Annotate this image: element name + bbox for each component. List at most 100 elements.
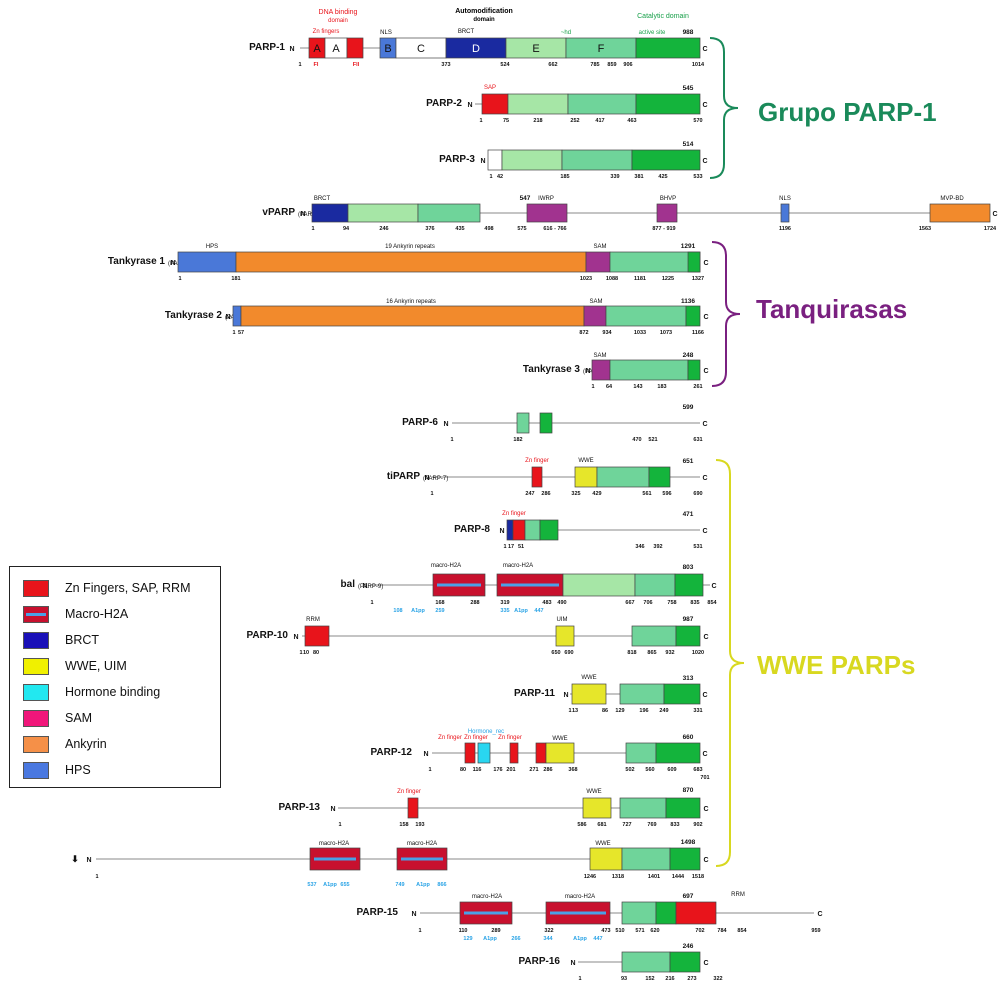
- under-label: 110: [459, 928, 468, 934]
- under-label: 631: [693, 437, 702, 443]
- over-label: SAM: [593, 353, 606, 359]
- under-label: 1: [298, 62, 301, 68]
- over-label: 988: [683, 29, 694, 36]
- under-label: 435: [455, 226, 464, 232]
- n-terminus: N: [411, 911, 416, 918]
- over-label: Zn finger: [498, 735, 522, 741]
- protein-name: Tankyrase 3: [523, 364, 581, 375]
- c-terminus: C: [703, 314, 708, 321]
- domain-box-brct: [506, 519, 514, 541]
- under-label: 1246: [584, 874, 596, 880]
- under-label: 906: [623, 62, 632, 68]
- domain-box-zn: [407, 797, 419, 819]
- under-label: 866: [437, 882, 446, 888]
- under-label: 524: [500, 62, 510, 68]
- domain-box-catalytic: [621, 847, 671, 871]
- under-label: 854: [737, 928, 747, 934]
- under-label: 537: [307, 882, 316, 888]
- under-label: 655: [340, 882, 349, 888]
- protein-name: PARP-13: [279, 802, 321, 813]
- under-label: 182: [513, 437, 522, 443]
- n-terminus: N: [585, 368, 590, 375]
- protein-name: PARP-11: [514, 688, 555, 699]
- under-label: 447: [534, 608, 543, 614]
- over-label: HPS: [206, 244, 218, 250]
- domain-box-catalytic_light: [507, 93, 569, 115]
- c-terminus: C: [703, 260, 708, 267]
- over-label: 313: [683, 675, 694, 682]
- domain-box-catalytic_light: [562, 573, 636, 597]
- legend-label: Macro-H2A: [65, 607, 129, 621]
- n-terminus: N: [480, 158, 485, 165]
- under-label: 575: [517, 226, 526, 232]
- domain-annotation: domain: [328, 18, 348, 24]
- protein-name: vPARP: [262, 207, 295, 218]
- under-label: FI: [314, 62, 319, 68]
- under-label: 259: [435, 608, 444, 614]
- under-label: 758: [667, 600, 676, 606]
- legend-item: Hormone binding: [23, 681, 160, 703]
- domain-annotation: Automodification: [455, 8, 513, 15]
- under-label: 702: [695, 928, 704, 934]
- under-label: 690: [564, 650, 573, 656]
- under-label: A1pp: [416, 882, 430, 888]
- under-label: 833: [670, 822, 679, 828]
- under-label: 561: [642, 491, 651, 497]
- domain-box-active: [648, 466, 671, 488]
- under-label: 1: [591, 384, 594, 390]
- under-label: 93: [621, 976, 627, 981]
- over-label: Zn finger: [464, 735, 488, 741]
- domain-box-hps: [232, 305, 242, 327]
- legend-label: Ankyrin: [65, 737, 107, 751]
- domain-box-catalytic: [609, 359, 689, 381]
- under-label: 331: [693, 708, 702, 714]
- under-label: 80: [460, 767, 466, 773]
- domain-box-active: [675, 625, 701, 647]
- under-label: 196: [639, 708, 648, 714]
- brace-wwe-parps: [715, 459, 745, 867]
- domain-box-zn: [512, 519, 526, 541]
- under-label: 683: [693, 767, 702, 773]
- under-label: 1: [311, 226, 314, 232]
- over-label: macro-H2A: [565, 894, 595, 900]
- under-label: 662: [548, 62, 557, 68]
- c-terminus: C: [702, 46, 707, 53]
- legend-item: WWE, UIM: [23, 655, 127, 677]
- under-label: 616 - 766: [543, 226, 566, 232]
- under-label: 181: [231, 276, 240, 282]
- domain-box-sam: [656, 203, 678, 223]
- protein-name: PARP-16: [519, 956, 561, 967]
- domain-box-wwe: [545, 742, 575, 764]
- domain-box-active: [635, 37, 701, 59]
- under-label: FII: [353, 62, 360, 68]
- n-terminus: N: [170, 260, 175, 267]
- under-label: 185: [560, 174, 569, 180]
- over-label: NLS: [380, 30, 392, 36]
- under-label: 286: [541, 491, 550, 497]
- domain-box-hps: [780, 203, 790, 223]
- over-label: 599: [683, 404, 694, 411]
- under-label: 818: [627, 650, 636, 656]
- under-label: 502: [625, 767, 634, 773]
- legend-swatch: [23, 683, 49, 701]
- over-label: 660: [683, 734, 694, 741]
- under-label: 1401: [648, 874, 660, 880]
- under-label: 168: [435, 600, 444, 606]
- protein-name: PARP-1: [249, 42, 285, 53]
- legend-swatch: [23, 657, 49, 675]
- under-label: 1088: [606, 276, 618, 282]
- domain-box-active: [631, 149, 701, 171]
- legend-item: SAM: [23, 707, 92, 729]
- under-label: 835: [690, 600, 699, 606]
- under-label: 373: [441, 62, 450, 68]
- down-arrow-icon: ⬇: [71, 854, 79, 864]
- domain-box-active: [674, 573, 704, 597]
- under-label: 1: [232, 330, 235, 336]
- over-label: 1136: [681, 298, 695, 305]
- under-label: 339: [610, 174, 619, 180]
- under-label: 877 - 919: [652, 226, 675, 232]
- under-label: 1225: [662, 276, 674, 282]
- under-label: A1pp: [573, 936, 587, 942]
- under-label: 319: [500, 600, 509, 606]
- over-label: RRM: [731, 892, 745, 898]
